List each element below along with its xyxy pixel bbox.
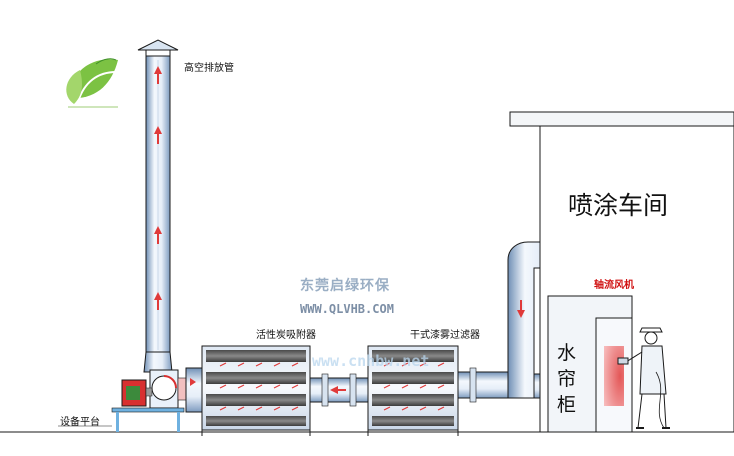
spray-worker-figure [617,327,670,429]
label-axial-fan: 轴流风机 [594,280,634,291]
watermark-site: www.cnhbw.net [312,352,430,370]
duct-fan-to-carbon [185,367,203,413]
watermark-url: WWW.QLVHB.COM [300,302,394,316]
equipment-platform [58,407,185,432]
label-activated-carbon: 活性炭吸附器 [256,330,316,341]
label-water-curtain: 水帘柜 [557,342,577,416]
leaf-logo [66,58,118,108]
label-exhaust-pipe: 高空排放管 [184,63,234,74]
activated-carbon-adsorber [201,345,311,436]
dry-paint-mist-filter [367,345,459,436]
unit-flow-arrows [219,362,445,411]
label-spray-room: 喷涂车间 [568,191,669,220]
label-dry-filter: 干式漆雾过滤器 [410,330,480,341]
watermark-company: 东莞启绿环保 [300,278,390,294]
label-platform: 设备平台 [60,417,100,428]
centrifugal-fan [121,369,187,409]
exhaust-stack [137,39,179,373]
stack-flow-arrows [154,66,162,310]
